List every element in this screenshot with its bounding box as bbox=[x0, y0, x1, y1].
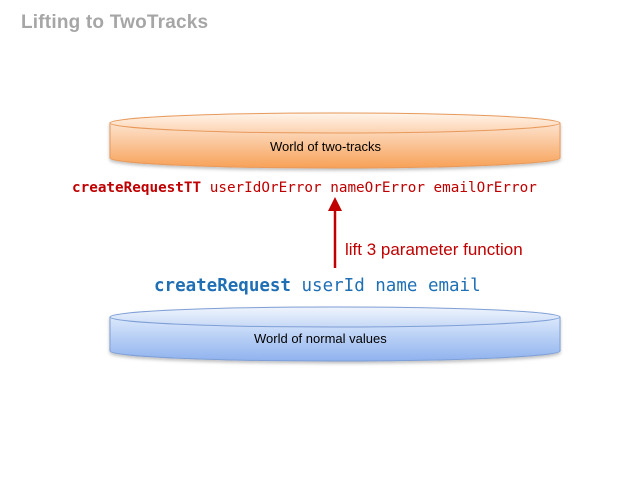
lift-arrow-label: lift 3 parameter function bbox=[345, 240, 523, 259]
normal-code-line: createRequest userId name email bbox=[154, 276, 481, 296]
normal-function-name: createRequest bbox=[154, 276, 291, 296]
two-track-world-label: World of two-tracks bbox=[270, 139, 382, 154]
slide-title: Lifting to TwoTracks bbox=[21, 12, 209, 33]
lift-arrow bbox=[328, 197, 342, 268]
two-track-cylinder bbox=[109, 112, 561, 169]
normal-function-args: userId name email bbox=[301, 276, 481, 296]
two-track-function-name: createRequestTT bbox=[72, 180, 202, 196]
normal-values-world-label: World of normal values bbox=[254, 331, 387, 346]
two-track-code-line: createRequestTT userIdOrError nameOrErro… bbox=[72, 180, 537, 196]
two-track-function-args: userIdOrError nameOrError emailOrError bbox=[209, 180, 537, 196]
normal-values-cylinder bbox=[109, 306, 561, 362]
